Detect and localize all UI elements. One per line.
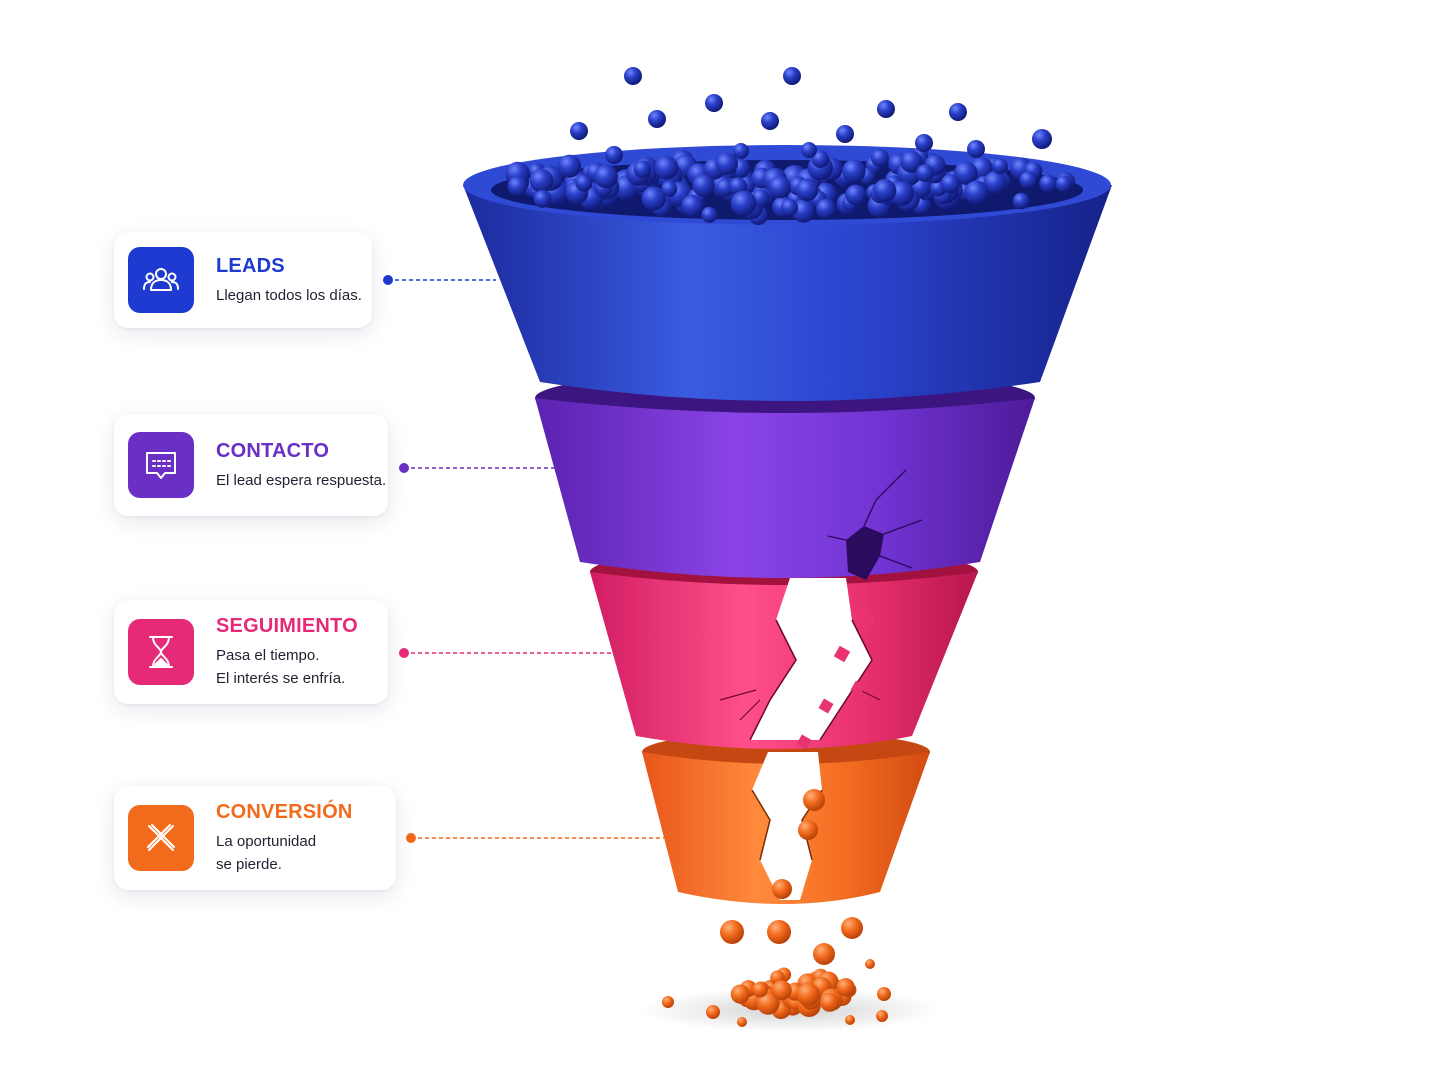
lead-ball xyxy=(715,153,738,176)
stage-card-leads: LEADS Llegan todos los días. xyxy=(114,232,372,328)
lead-ball xyxy=(965,181,989,205)
falling-crumb xyxy=(720,920,744,944)
falling-lead-ball xyxy=(801,142,817,158)
lost-crumb xyxy=(837,978,855,996)
lost-crumb xyxy=(772,980,792,1000)
chat-bubble-icon xyxy=(141,445,181,485)
lead-ball xyxy=(796,179,818,201)
falling-lead-ball xyxy=(967,140,985,158)
lead-ball xyxy=(916,164,934,182)
stage-title-leads: LEADS xyxy=(216,254,362,278)
lead-ball xyxy=(681,195,703,217)
stage-desc-seguimiento-line2: El interés se enfría. xyxy=(216,667,358,690)
falling-lead-ball xyxy=(949,103,967,121)
lead-ball xyxy=(941,174,960,193)
stage-card-contacto: CONTACTO El lead espera respuesta. xyxy=(114,414,388,516)
falling-crumb xyxy=(772,879,792,899)
lead-ball xyxy=(534,190,552,208)
falling-lead-ball xyxy=(705,94,723,112)
falling-crumb xyxy=(865,959,875,969)
lost-crumb xyxy=(877,987,891,1001)
stage-card-seguimiento: SEGUIMIENTO Pasa el tiempo. El interés s… xyxy=(114,600,388,704)
falling-lead-ball xyxy=(761,112,779,130)
falling-crumb xyxy=(798,820,818,840)
falling-crumb xyxy=(841,917,863,939)
funnel-segment-contacto xyxy=(535,370,1035,580)
stage-icon-box-contacto xyxy=(128,432,194,498)
lost-crumb xyxy=(752,982,767,997)
stage-desc-leads: Llegan todos los días. xyxy=(216,284,362,307)
lead-ball xyxy=(1056,176,1073,193)
lost-crumb xyxy=(731,985,750,1004)
stage-title-seguimiento: SEGUIMIENTO xyxy=(216,614,358,638)
falling-crumb xyxy=(803,789,825,811)
lead-ball xyxy=(701,207,717,223)
x-mark-icon xyxy=(141,818,181,858)
stage-desc-conversion-line1: La oportunidad xyxy=(216,830,352,853)
falling-lead-ball xyxy=(871,149,889,167)
stage-card-conversion: CONVERSIÓN La oportunidad se pierde. xyxy=(114,786,396,890)
falling-lead-ball xyxy=(624,67,642,85)
falling-lead-ball xyxy=(992,158,1008,174)
lead-ball xyxy=(816,199,836,219)
falling-lead-ball xyxy=(733,143,749,159)
falling-lead-ball xyxy=(605,146,623,164)
lost-crumb xyxy=(706,1005,720,1019)
funnel-segment-seguimiento xyxy=(590,548,978,749)
lead-ball xyxy=(530,169,554,193)
stage-desc-contacto: El lead espera respuesta. xyxy=(216,469,386,492)
connector-dot-leads xyxy=(383,275,393,285)
lost-crumb xyxy=(662,996,674,1008)
stage-title-contacto: CONTACTO xyxy=(216,439,386,463)
connector-dot-contacto xyxy=(399,463,409,473)
funnel-segment-conversion xyxy=(642,732,930,904)
connector-dot-seguimiento xyxy=(399,648,409,658)
lead-ball xyxy=(508,177,528,197)
falling-lead-ball xyxy=(570,122,588,140)
stage-icon-box-leads xyxy=(128,247,194,313)
lead-ball xyxy=(558,155,581,178)
connector-dot-conversion xyxy=(406,833,416,843)
falling-lead-ball xyxy=(1032,129,1052,149)
lead-ball xyxy=(594,165,618,189)
falling-crumb xyxy=(767,920,791,944)
lost-crumb xyxy=(737,1017,747,1027)
lost-crumb xyxy=(820,993,839,1012)
falling-lead-ball xyxy=(836,125,854,143)
lead-ball xyxy=(769,176,791,198)
lost-crumb xyxy=(876,1010,888,1022)
lead-ball xyxy=(842,159,865,182)
falling-lead-ball xyxy=(648,110,666,128)
lost-crumb xyxy=(797,983,820,1006)
stage-desc-seguimiento-line1: Pasa el tiempo. xyxy=(216,644,358,667)
users-icon xyxy=(141,260,181,300)
lead-ball xyxy=(731,191,757,217)
lead-ball xyxy=(655,156,679,180)
lead-ball xyxy=(1020,171,1037,188)
falling-lead-ball xyxy=(783,67,801,85)
lead-ball xyxy=(1039,175,1057,193)
falling-crumb xyxy=(813,943,835,965)
lead-ball xyxy=(661,181,677,197)
stage-icon-box-seguimiento xyxy=(128,619,194,685)
falling-lead-ball xyxy=(877,100,895,118)
lead-ball xyxy=(781,199,798,216)
lead-ball xyxy=(1013,193,1030,210)
falling-lead-ball xyxy=(915,134,933,152)
lead-ball xyxy=(692,174,714,196)
stage-icon-box-conversion xyxy=(128,805,194,871)
hourglass-icon xyxy=(141,632,181,672)
lead-ball xyxy=(873,179,896,202)
lead-ball xyxy=(845,185,866,206)
lost-crumb xyxy=(845,1015,855,1025)
stage-title-conversion: CONVERSIÓN xyxy=(216,800,352,824)
lead-ball xyxy=(634,161,651,178)
stage-desc-conversion-line2: se pierde. xyxy=(216,853,352,876)
